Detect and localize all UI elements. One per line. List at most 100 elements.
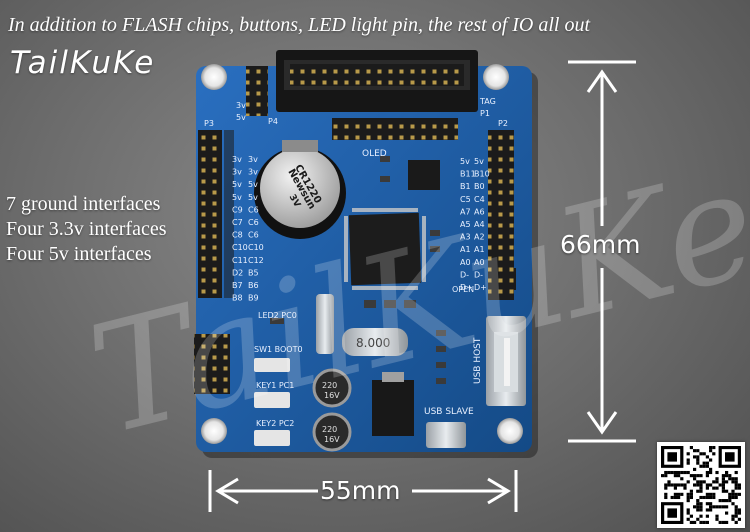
left-pin-label-a-6: C8 [232,231,243,240]
qr-module [734,486,738,490]
silk-usb-host: USB HOST [473,337,483,384]
qr-module [689,514,693,518]
right-pin-label-a-6: A3 [460,233,471,242]
qr-module [737,486,741,490]
qr-module [699,480,703,484]
qr-module [709,505,713,509]
qr-module [731,480,735,484]
left-pin-label-a-2: 5v [232,180,242,189]
cap1-text-1: 220 [322,381,337,390]
right-pin-label-a-4: A7 [460,207,471,216]
qr-module [715,486,719,490]
left-pin-label-b-5: C6 [248,218,259,227]
qr-module [734,508,738,512]
qr-module [696,480,700,484]
qr-module [702,495,706,500]
qr-module [664,486,668,490]
right-pin-label-a-5: A5 [460,220,471,229]
right-pin-label-b-9: D- [474,270,483,279]
header-p4 [246,66,268,116]
qr-module [709,495,713,500]
qr-module [670,495,674,500]
qr-module [721,486,725,490]
capacitor-c16 [312,412,352,452]
oled-header [332,118,458,140]
qr-module [725,499,729,503]
right-pin-label-b-3: C4 [474,195,485,204]
left-pin-label-b-7: C10 [248,243,264,252]
left-pin-label-b-9: B5 [248,268,259,277]
qr-module [725,511,729,515]
left-pin-label-b-1: 3v [248,168,258,177]
left-pin-label-a-3: 5v [232,193,242,202]
headline-caption: In addition to FLASH chips, buttons, LED… [8,14,591,36]
silk-oled: OLED [362,149,387,159]
qr-finder-square [725,452,735,462]
right-pin-label-a-0: 5v [460,157,470,166]
qr-module [705,461,709,465]
qr-module [705,492,709,496]
qr-module [699,502,703,506]
height-dimension-label: 66mm [560,230,641,259]
qr-module [712,480,716,484]
qr-module [683,483,687,487]
voltage-regulator [372,380,414,436]
qr-module [696,449,700,453]
qr-module [686,458,690,462]
silk-p3: P3 [204,119,214,128]
qr-module [680,492,684,496]
qr-module [696,483,700,487]
qr-module [731,495,735,500]
qr-module [731,502,735,506]
qr-module [705,464,709,468]
qr-module [693,474,697,478]
qr-module [696,517,700,521]
qr-module [667,470,671,475]
mount-hole-tl [201,64,227,90]
silk-p4: P4 [268,117,278,126]
cap2-text-1: 220 [322,425,337,434]
qr-module [709,492,713,496]
qr-module [664,492,668,496]
qr-module [689,489,693,493]
qr-module [731,477,735,481]
qr-module [677,474,681,478]
qr-module [680,470,684,475]
left-pin-label-b-6: C6 [248,231,259,240]
qr-module [734,505,738,509]
qr-module [664,474,668,478]
qr-module [699,486,703,490]
qr-module [696,461,700,465]
qr-module [693,467,697,471]
qr-module [702,452,706,456]
qr-module [709,458,713,462]
silk-3v: 3v [236,101,246,110]
feature-5v: Four 5v interfaces [6,243,152,265]
qr-module [737,483,741,487]
crystal-text: 8.000 [356,336,390,350]
open-jumper [500,268,516,290]
left-pin-label-b-2: 5v [248,180,258,189]
silk-key2: KEY2 PC2 [256,419,294,428]
qr-module [693,477,697,481]
right-pin-label-b-10: D+ [474,283,487,292]
qr-module [680,483,684,487]
qr-module [664,470,668,475]
qr-module [715,477,719,481]
button-boot0 [254,358,290,372]
qr-module [699,508,703,512]
mcu-chip [348,212,422,286]
left-pin-label-a-11: B8 [232,294,243,303]
qr-module [721,474,725,478]
qr-module [689,446,693,450]
qr-module [737,492,741,496]
qr-module [725,470,729,475]
qr-module [718,499,722,503]
qr-module [712,446,716,450]
qr-module [737,508,741,512]
qr-module [721,480,725,484]
silk-5v: 5v [236,113,246,122]
qr-module [709,446,713,450]
qr-module [693,449,697,453]
